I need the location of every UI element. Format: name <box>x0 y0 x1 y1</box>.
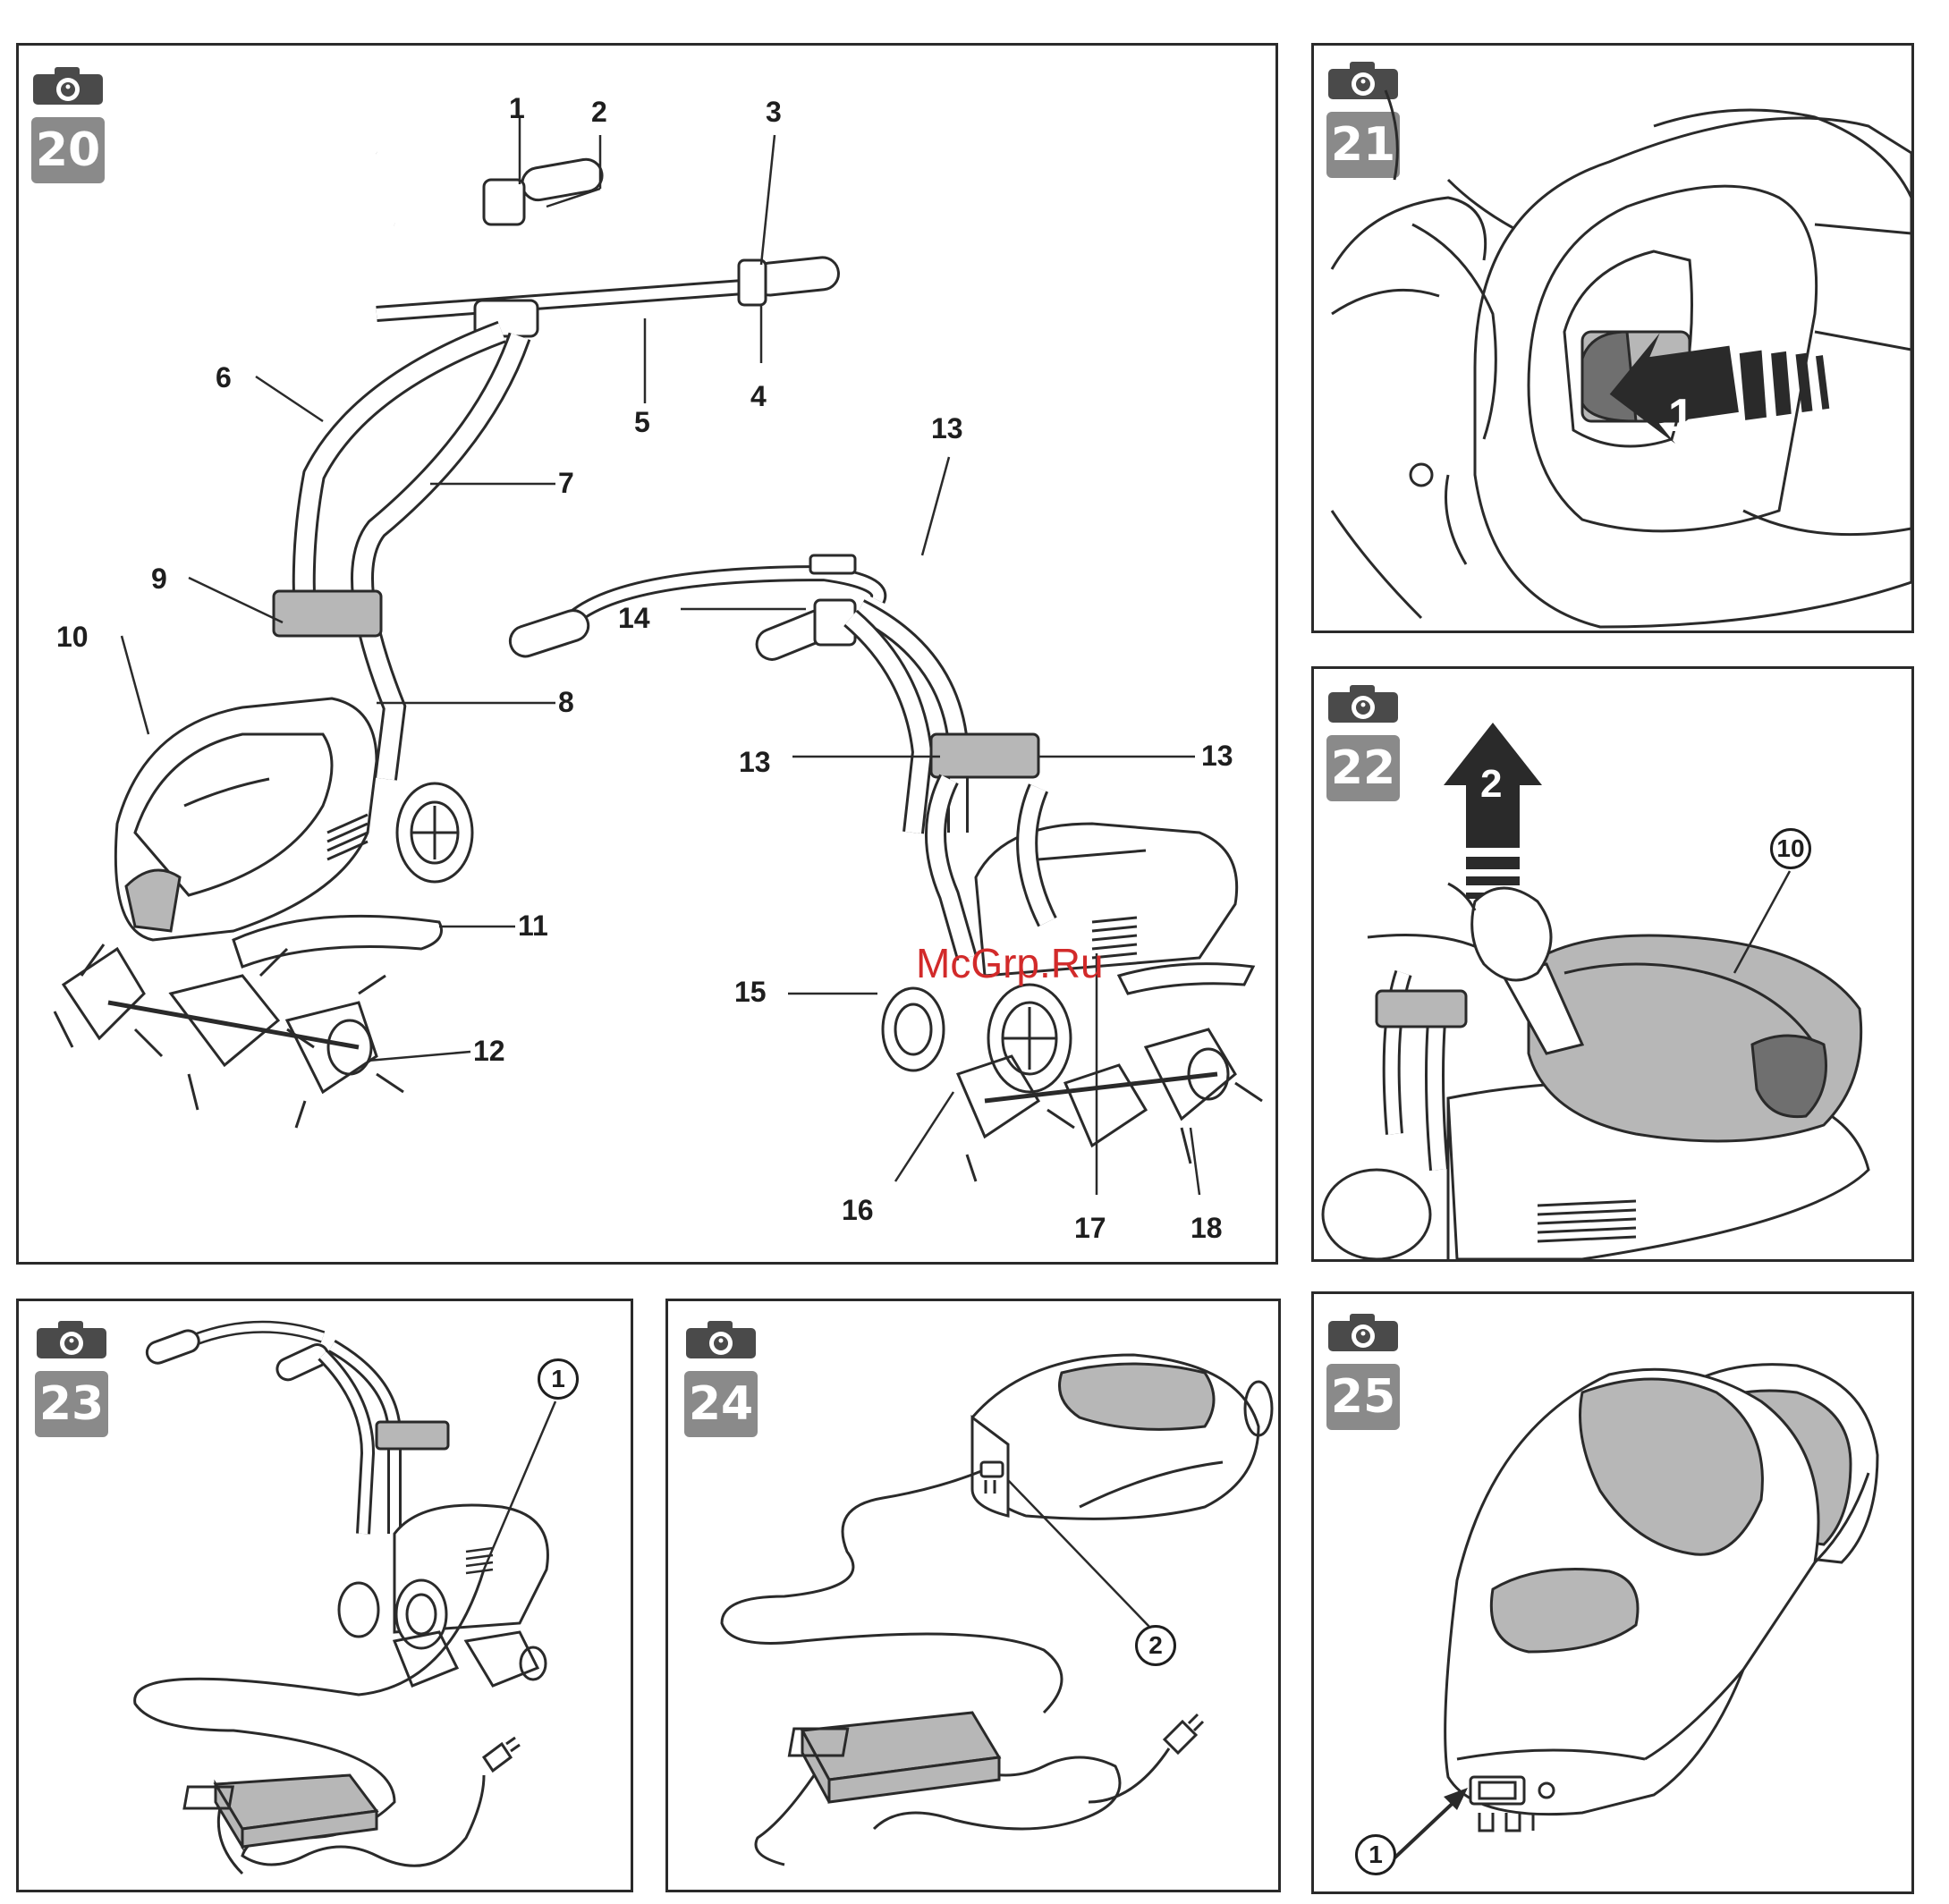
part-label: 18 <box>1191 1214 1223 1242</box>
callout-circle: 10 <box>1770 828 1811 869</box>
panel-24: 24 2 <box>665 1299 1281 1892</box>
part-label: 2 <box>591 97 607 126</box>
callout-circle: 1 <box>538 1358 579 1400</box>
panel-23: 23 1 <box>16 1299 633 1892</box>
part-label: 12 <box>473 1037 505 1065</box>
panel-21: 21 1 <box>1311 43 1914 633</box>
watermark: McGrp.Ru <box>916 939 1104 987</box>
callout-circle: 2 <box>1135 1625 1176 1666</box>
left-tiller <box>55 141 840 1128</box>
battery-compartment-drawing <box>1314 46 1911 630</box>
part-label: 15 <box>734 977 767 1006</box>
part-label: 13 <box>739 748 771 776</box>
part-label: 1 <box>509 94 525 123</box>
part-label: 6 <box>216 363 232 392</box>
panel-22: 22 2 10 <box>1311 666 1914 1262</box>
part-label: 10 <box>56 622 89 651</box>
part-label: 14 <box>618 604 650 632</box>
part-label: 3 <box>766 97 782 126</box>
part-label: 7 <box>558 469 574 497</box>
battery-port-drawing <box>1314 1294 1911 1891</box>
battery-removal-drawing <box>1314 669 1911 1259</box>
part-label: 13 <box>931 414 963 443</box>
callout-circle: 1 <box>1355 1834 1396 1875</box>
charging-on-tiller-drawing <box>19 1301 631 1890</box>
part-label: 8 <box>558 688 574 716</box>
panel-25: 25 1 <box>1311 1291 1914 1894</box>
tiller-assembly-drawing <box>19 46 1275 1262</box>
part-label: 13 <box>1201 741 1233 770</box>
part-label: 17 <box>1074 1214 1106 1242</box>
part-label: 16 <box>842 1196 874 1224</box>
panel-20: 20 <box>16 43 1278 1265</box>
part-label: 5 <box>634 408 650 436</box>
arrow-step-label: 1 <box>1668 402 1694 430</box>
right-tiller <box>506 555 1262 1181</box>
arrow-step-label: 2 <box>1480 770 1502 799</box>
part-label: 4 <box>750 382 767 410</box>
part-label: 9 <box>151 564 167 593</box>
charging-battery-drawing <box>668 1301 1278 1890</box>
part-label: 11 <box>518 911 548 940</box>
